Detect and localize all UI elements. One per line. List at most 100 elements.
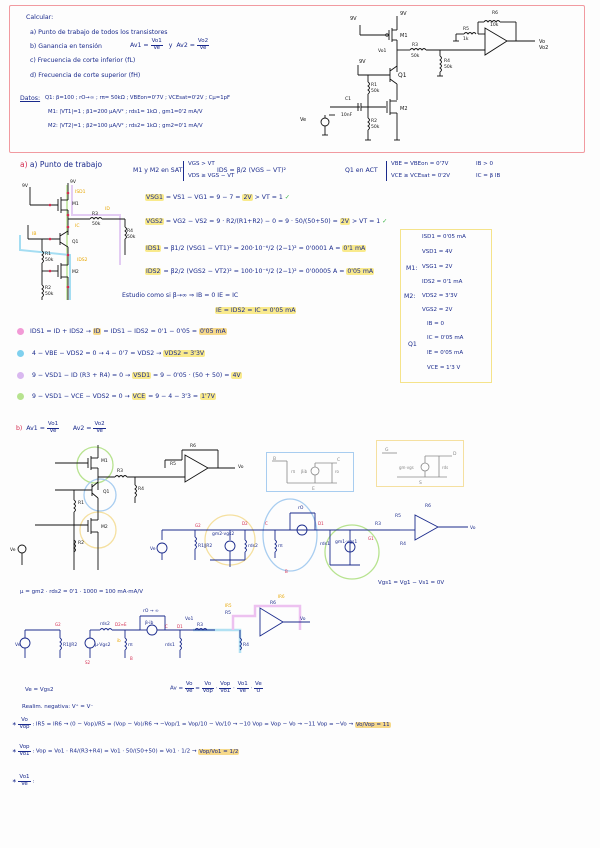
ss2-g2: G2 bbox=[55, 622, 61, 627]
r5-value: 1k bbox=[463, 36, 469, 42]
data-m2: M2: |VT2|=1 ; β2=100 µA/V² ; rds2= 1kΩ ;… bbox=[48, 123, 203, 129]
section-a-title: a) a) Punto de trabajo bbox=[20, 161, 102, 169]
ss2-d2e: D2≡E bbox=[115, 622, 127, 627]
eq-ids1-rhs: = β1/2 (VSG1 − VT1)² = 200·10⁻⁶/2 (2−1)²… bbox=[163, 245, 341, 252]
eq-vsg1-lhs: VSG1 bbox=[145, 194, 164, 201]
step2-result: Vop/Vo1 = 1/2 bbox=[198, 748, 240, 755]
kvl3-lhs: VCE bbox=[131, 393, 147, 400]
small-signal-circuit-1: Ve R1‖R2 gm2·vgs2 rds2 rπ rO rds1 gm1·vg… bbox=[150, 498, 476, 580]
eq-vsg1-result: 2V bbox=[242, 194, 253, 201]
vo2-label: Vo2 bbox=[539, 45, 548, 51]
av2-num: Vo2 bbox=[93, 421, 106, 429]
bjt-model-diagram: B C E rπ βib ro bbox=[272, 456, 340, 492]
brace-q1 bbox=[386, 161, 387, 181]
study-note: Estudio como si β→∞ ⇒ IB = 0 IE = IC bbox=[122, 292, 239, 299]
av-frac-den: Ve bbox=[239, 687, 247, 694]
av1-den: Ve bbox=[49, 427, 57, 434]
ss2-ro: rO → ∞ bbox=[143, 608, 159, 614]
eq-vsg1-check: > VT = 1 bbox=[254, 194, 283, 201]
kvl3-rhs: = 9 − 4 − 3'3 = bbox=[148, 393, 199, 400]
bullet-lilac bbox=[17, 372, 24, 379]
kvl3-text: 9 − VSD1 − VCE − VDS2 = 0 → bbox=[32, 393, 130, 400]
bullet-blue bbox=[17, 350, 24, 357]
bullet-pink bbox=[17, 328, 24, 335]
kvl1-result: VDS2 = 3'3V bbox=[163, 350, 206, 357]
av-frac-num: Vo bbox=[184, 681, 194, 689]
av-frac-num: Vop bbox=[219, 681, 232, 689]
problem-statement-box bbox=[9, 5, 585, 153]
q1-cond-1: VBE = VBEon = 0'7V bbox=[391, 161, 449, 167]
av-frac-num: Vo1 bbox=[236, 681, 249, 689]
eq-ids2: IDS2 = β2/2 (VGS2 − VT2)² = 100·10⁻⁶/2 (… bbox=[145, 268, 375, 275]
kcl1-id: ID bbox=[92, 328, 102, 335]
vbias-label: 9V bbox=[350, 16, 357, 22]
sa-r1: R1 bbox=[45, 251, 51, 257]
ve-label-top: Ve bbox=[300, 117, 307, 123]
step3-den: Ve bbox=[21, 780, 28, 787]
eq-vgs2-check: > VT = 1 bbox=[351, 218, 381, 225]
bjt-ro-label: ro bbox=[335, 469, 340, 474]
vo-label: Vo bbox=[539, 39, 545, 45]
ss1-d2: D2 bbox=[242, 521, 248, 526]
ss2-vo1: Vo1 bbox=[185, 616, 193, 622]
sa-r1v: 50k bbox=[45, 257, 54, 263]
result-ic: IC = 0'05 mA bbox=[427, 335, 464, 341]
c1-label: C1 bbox=[345, 96, 351, 102]
sa-r3v: 50k bbox=[92, 221, 101, 227]
eq-vgs2-rhs: = VG2 − VS2 = 9 · R2/(R1+R2) − 0 = 9 · 5… bbox=[165, 218, 338, 225]
sat-cond-1: VGS > VT bbox=[188, 161, 215, 167]
sb-q1: Q1 bbox=[103, 489, 110, 495]
sb-ve: Ve bbox=[10, 547, 16, 553]
kvl2-rhs: = 9 − 0'05 · (50 + 50) = bbox=[153, 372, 230, 379]
ss2-d1: D1 bbox=[177, 624, 183, 629]
sat-condition-label: M1 y M2 en SAT bbox=[133, 167, 183, 174]
eq-ids2-rhs: = β2/2 (VGS2 − VT2)² = 100·10⁻⁶/2 (2−1)²… bbox=[163, 268, 345, 275]
ss2-c: C bbox=[165, 624, 168, 629]
step1-result: Vo/Vop = 11 bbox=[354, 721, 391, 728]
kcl1-result: 0'05 mA bbox=[199, 328, 227, 335]
ss2-s2: S2 bbox=[85, 660, 91, 665]
ss2-bib: β·ib bbox=[145, 620, 154, 626]
q1-cond-2: VCE ≥ VCEsat = 0'2V bbox=[391, 173, 451, 179]
ss1-vo: Vo bbox=[470, 525, 476, 531]
step2-den: Vo1 bbox=[19, 750, 30, 757]
gain-av2-num: Vo2 bbox=[196, 38, 210, 46]
ss1-ro: rO bbox=[298, 505, 304, 511]
ie-eq-text: IE = IDS2 = IC = 0'05 mA bbox=[215, 307, 297, 314]
sa-m2: M2 bbox=[72, 269, 79, 275]
av1-num: Vo1 bbox=[46, 421, 60, 429]
ss2-ib: ib bbox=[117, 638, 121, 643]
av2-den: Ve bbox=[96, 427, 103, 434]
svg-text:IC: IC bbox=[75, 223, 79, 229]
r5-label: R5 bbox=[463, 26, 469, 32]
sb-r6: R6 bbox=[190, 443, 196, 449]
ss1-c: C bbox=[265, 521, 268, 526]
ss2-ir6: IR6 bbox=[278, 594, 285, 599]
svg-text:ISD1: ISD1 bbox=[75, 189, 86, 195]
bjt-bib-label: βib bbox=[301, 469, 308, 474]
gain-av2-den: Ve bbox=[199, 44, 207, 51]
result-vds2: VDS2 = 3'3V bbox=[422, 293, 458, 299]
sb-r2: R2 bbox=[78, 540, 84, 546]
kvl2-text: 9 − VSD1 − ID (R3 + R4) = 0 → bbox=[32, 372, 131, 379]
r4-label: R4 bbox=[444, 58, 450, 64]
kvl2: 9 − VSD1 − ID (R3 + R4) = 0 → VSD1 = 9 −… bbox=[32, 372, 242, 379]
sa-m1: M1 bbox=[72, 201, 79, 207]
data-q1: Q1: β=100 ; rO→∞ ; rπ= 50kΩ ; VBEon=0'7V… bbox=[45, 95, 230, 101]
eq-ids1-lhs: IDS1 bbox=[145, 245, 162, 252]
mos-rds-label: rds bbox=[442, 465, 448, 470]
r2-label: R2 bbox=[371, 118, 377, 124]
gain-av1-den: Ve bbox=[153, 44, 161, 51]
svg-text:IDS2: IDS2 bbox=[77, 257, 88, 263]
r1-value: 50k bbox=[371, 88, 380, 94]
step1-text: : IR5 = IR6 → (0 − Vop)/R5 = (Vop − Vo)/… bbox=[32, 721, 354, 728]
section-a-letter: a) bbox=[20, 160, 28, 169]
ss2-r3: R3 bbox=[197, 622, 203, 628]
q1-act-label: Q1 en ACT bbox=[345, 167, 378, 174]
eq-ids1-result: 0'1 mA bbox=[342, 245, 367, 252]
step2-text: : Vop = Vo1 · R4/(R3+R4) = Vo1 · 50/(50+… bbox=[32, 748, 197, 755]
step1-den: Vop bbox=[19, 723, 30, 730]
r6-value: 10k bbox=[490, 22, 499, 28]
sa-r3: R3 bbox=[92, 211, 98, 217]
